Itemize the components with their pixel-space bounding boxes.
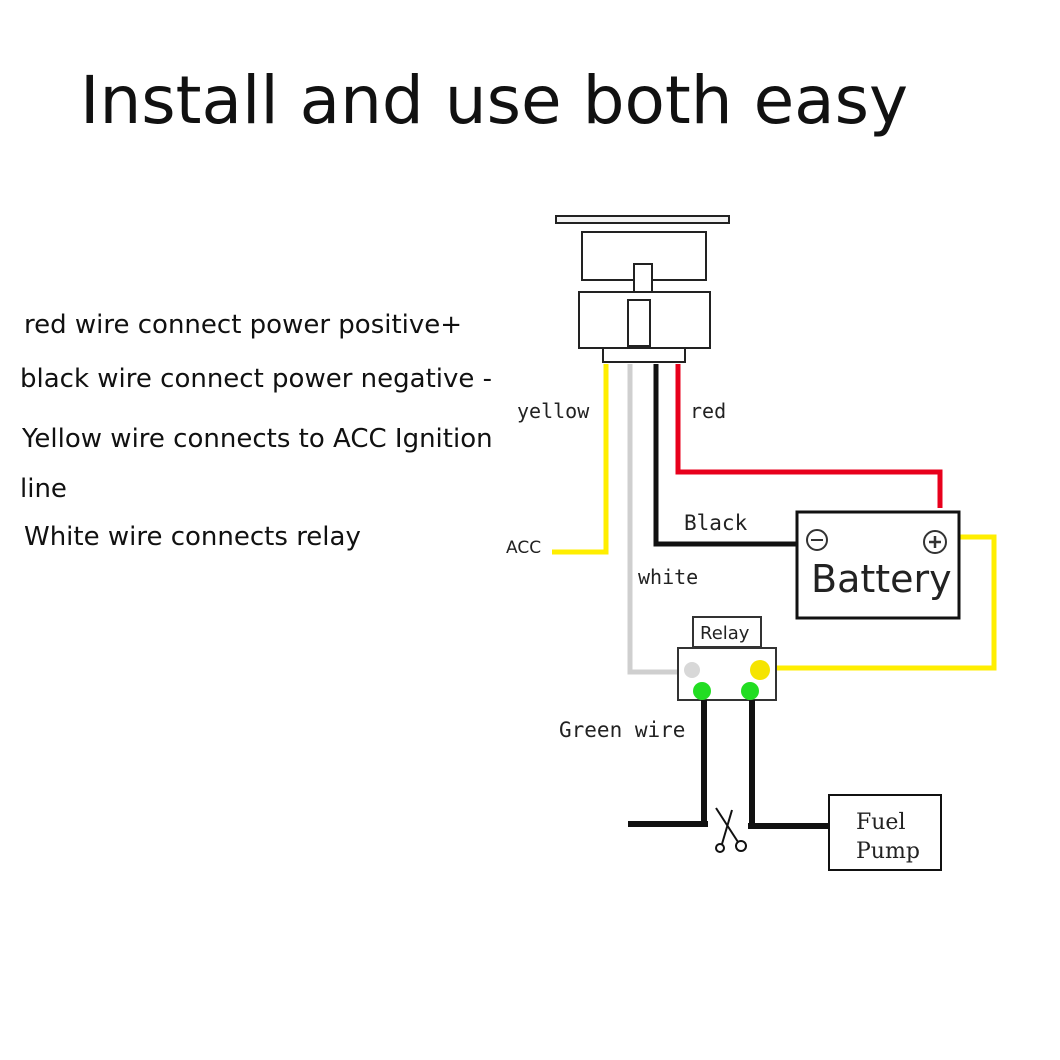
fuel-pump-label-line1: Fuel <box>856 810 906 835</box>
yellow-wire-acc <box>552 364 609 555</box>
fuel-pump-label-line2: Pump <box>856 839 920 864</box>
relay-green-terminal-right <box>741 682 759 700</box>
black-wire <box>653 364 800 547</box>
battery-box <box>795 510 961 620</box>
relay-label-box <box>692 616 762 648</box>
yellow-wire-relay <box>770 534 997 671</box>
white-label: white <box>638 565 698 589</box>
scissors-icon <box>715 807 747 853</box>
note-black-wire: black wire connect power negative - <box>20 364 493 394</box>
black-label: Black <box>684 511 748 535</box>
red-wire <box>675 364 943 508</box>
relay-label: Relay <box>700 623 750 644</box>
fuel-pump-box <box>828 794 942 871</box>
relay-white-terminal <box>684 662 700 678</box>
yellow-label: yellow <box>517 399 590 423</box>
note-yellow-wire-cont: line <box>20 474 67 504</box>
page-title: Install and use both easy <box>80 62 909 139</box>
relay-green-terminal-left <box>693 682 711 700</box>
green-wire-label: Green wire <box>559 718 685 742</box>
battery-label: Battery <box>811 557 952 601</box>
note-yellow-wire: Yellow wire connects to ACC Ignition <box>22 424 493 454</box>
note-white-wire: White wire connects relay <box>24 522 361 552</box>
note-red-wire: red wire connect power positive+ <box>24 310 463 340</box>
red-label: red <box>690 399 726 423</box>
white-wire <box>627 364 688 675</box>
relay-yellow-terminal <box>750 660 770 680</box>
acc-label: ACC <box>506 538 541 558</box>
switch-device <box>555 215 730 363</box>
